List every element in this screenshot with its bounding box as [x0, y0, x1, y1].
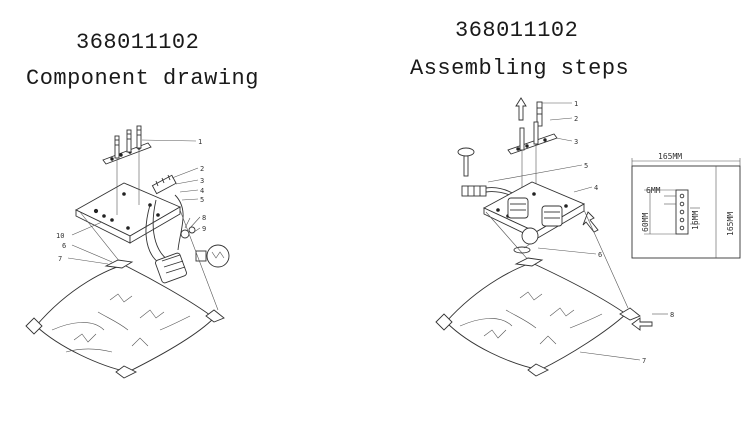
left-callout-4: 4: [200, 187, 204, 195]
right-callout-8: 8: [670, 311, 674, 319]
lamp-socket: [155, 252, 187, 284]
bracket-bar: [507, 133, 558, 155]
left-callout-7: 7: [58, 255, 62, 263]
wall-anchor: [457, 147, 475, 177]
glass-shade: [35, 264, 215, 373]
left-component-drawing: 1 2 3 4 5 6 7 8 9 10: [25, 125, 230, 379]
lamp-sockets: [507, 197, 563, 227]
outer-square: [631, 165, 741, 259]
hole-spacing-label: 16MM: [691, 211, 700, 230]
right-callout-2: 2: [574, 115, 578, 123]
left-model-number: 368011102: [76, 30, 200, 55]
light-bulb: [195, 244, 230, 268]
left-callout-9: 9: [202, 225, 206, 233]
bracket-length-label: 60MM: [641, 213, 650, 232]
left-callout-6: 6: [62, 242, 66, 250]
glass-clips: [25, 259, 225, 379]
terminal-block: [151, 174, 177, 195]
left-callout-2: 2: [200, 165, 204, 173]
bracket-width-label: 6MM: [646, 186, 661, 195]
right-callout-6: 6: [598, 251, 602, 259]
light-bulb: [513, 227, 539, 254]
right-callout-5: 5: [584, 162, 588, 170]
terminal-block: [461, 185, 487, 197]
mounting-plate: [482, 181, 586, 233]
glass-clips: [435, 257, 641, 377]
outer-width-label: 165MM: [658, 152, 682, 161]
right-callout-1: 1: [574, 100, 578, 108]
right-callout-7: 7: [642, 357, 646, 365]
right-model-number: 368011102: [455, 18, 579, 43]
right-panel-title: Assembling steps: [410, 56, 630, 81]
dimension-diagram: 165MM 165MM 60MM 6MM 16MM: [631, 152, 741, 259]
right-assembling-steps: 1 2 3 4 5 6 7 8: [435, 97, 674, 377]
up-arrow-icon: [515, 97, 527, 121]
outer-height-label: 165MM: [726, 212, 735, 236]
left-callout-5: 5: [200, 196, 204, 204]
down-arrow-icon: [582, 211, 599, 233]
right-callout-4: 4: [594, 184, 598, 192]
left-callout-8: 8: [202, 214, 206, 222]
left-panel-title: Component drawing: [26, 66, 259, 91]
right-callouts: 1 2 3 4 5 6 7 8: [487, 100, 674, 365]
left-callout-1: 1: [198, 138, 202, 146]
left-arrow-icon: [631, 317, 653, 331]
glass-shade: [445, 262, 627, 371]
left-callout-3: 3: [200, 177, 204, 185]
right-callout-3: 3: [574, 138, 578, 146]
bracket-outline: [675, 189, 689, 235]
left-callouts: 1 2 3 4 5 6 7 8 9 10: [56, 138, 206, 265]
left-callout-10: 10: [56, 232, 64, 240]
